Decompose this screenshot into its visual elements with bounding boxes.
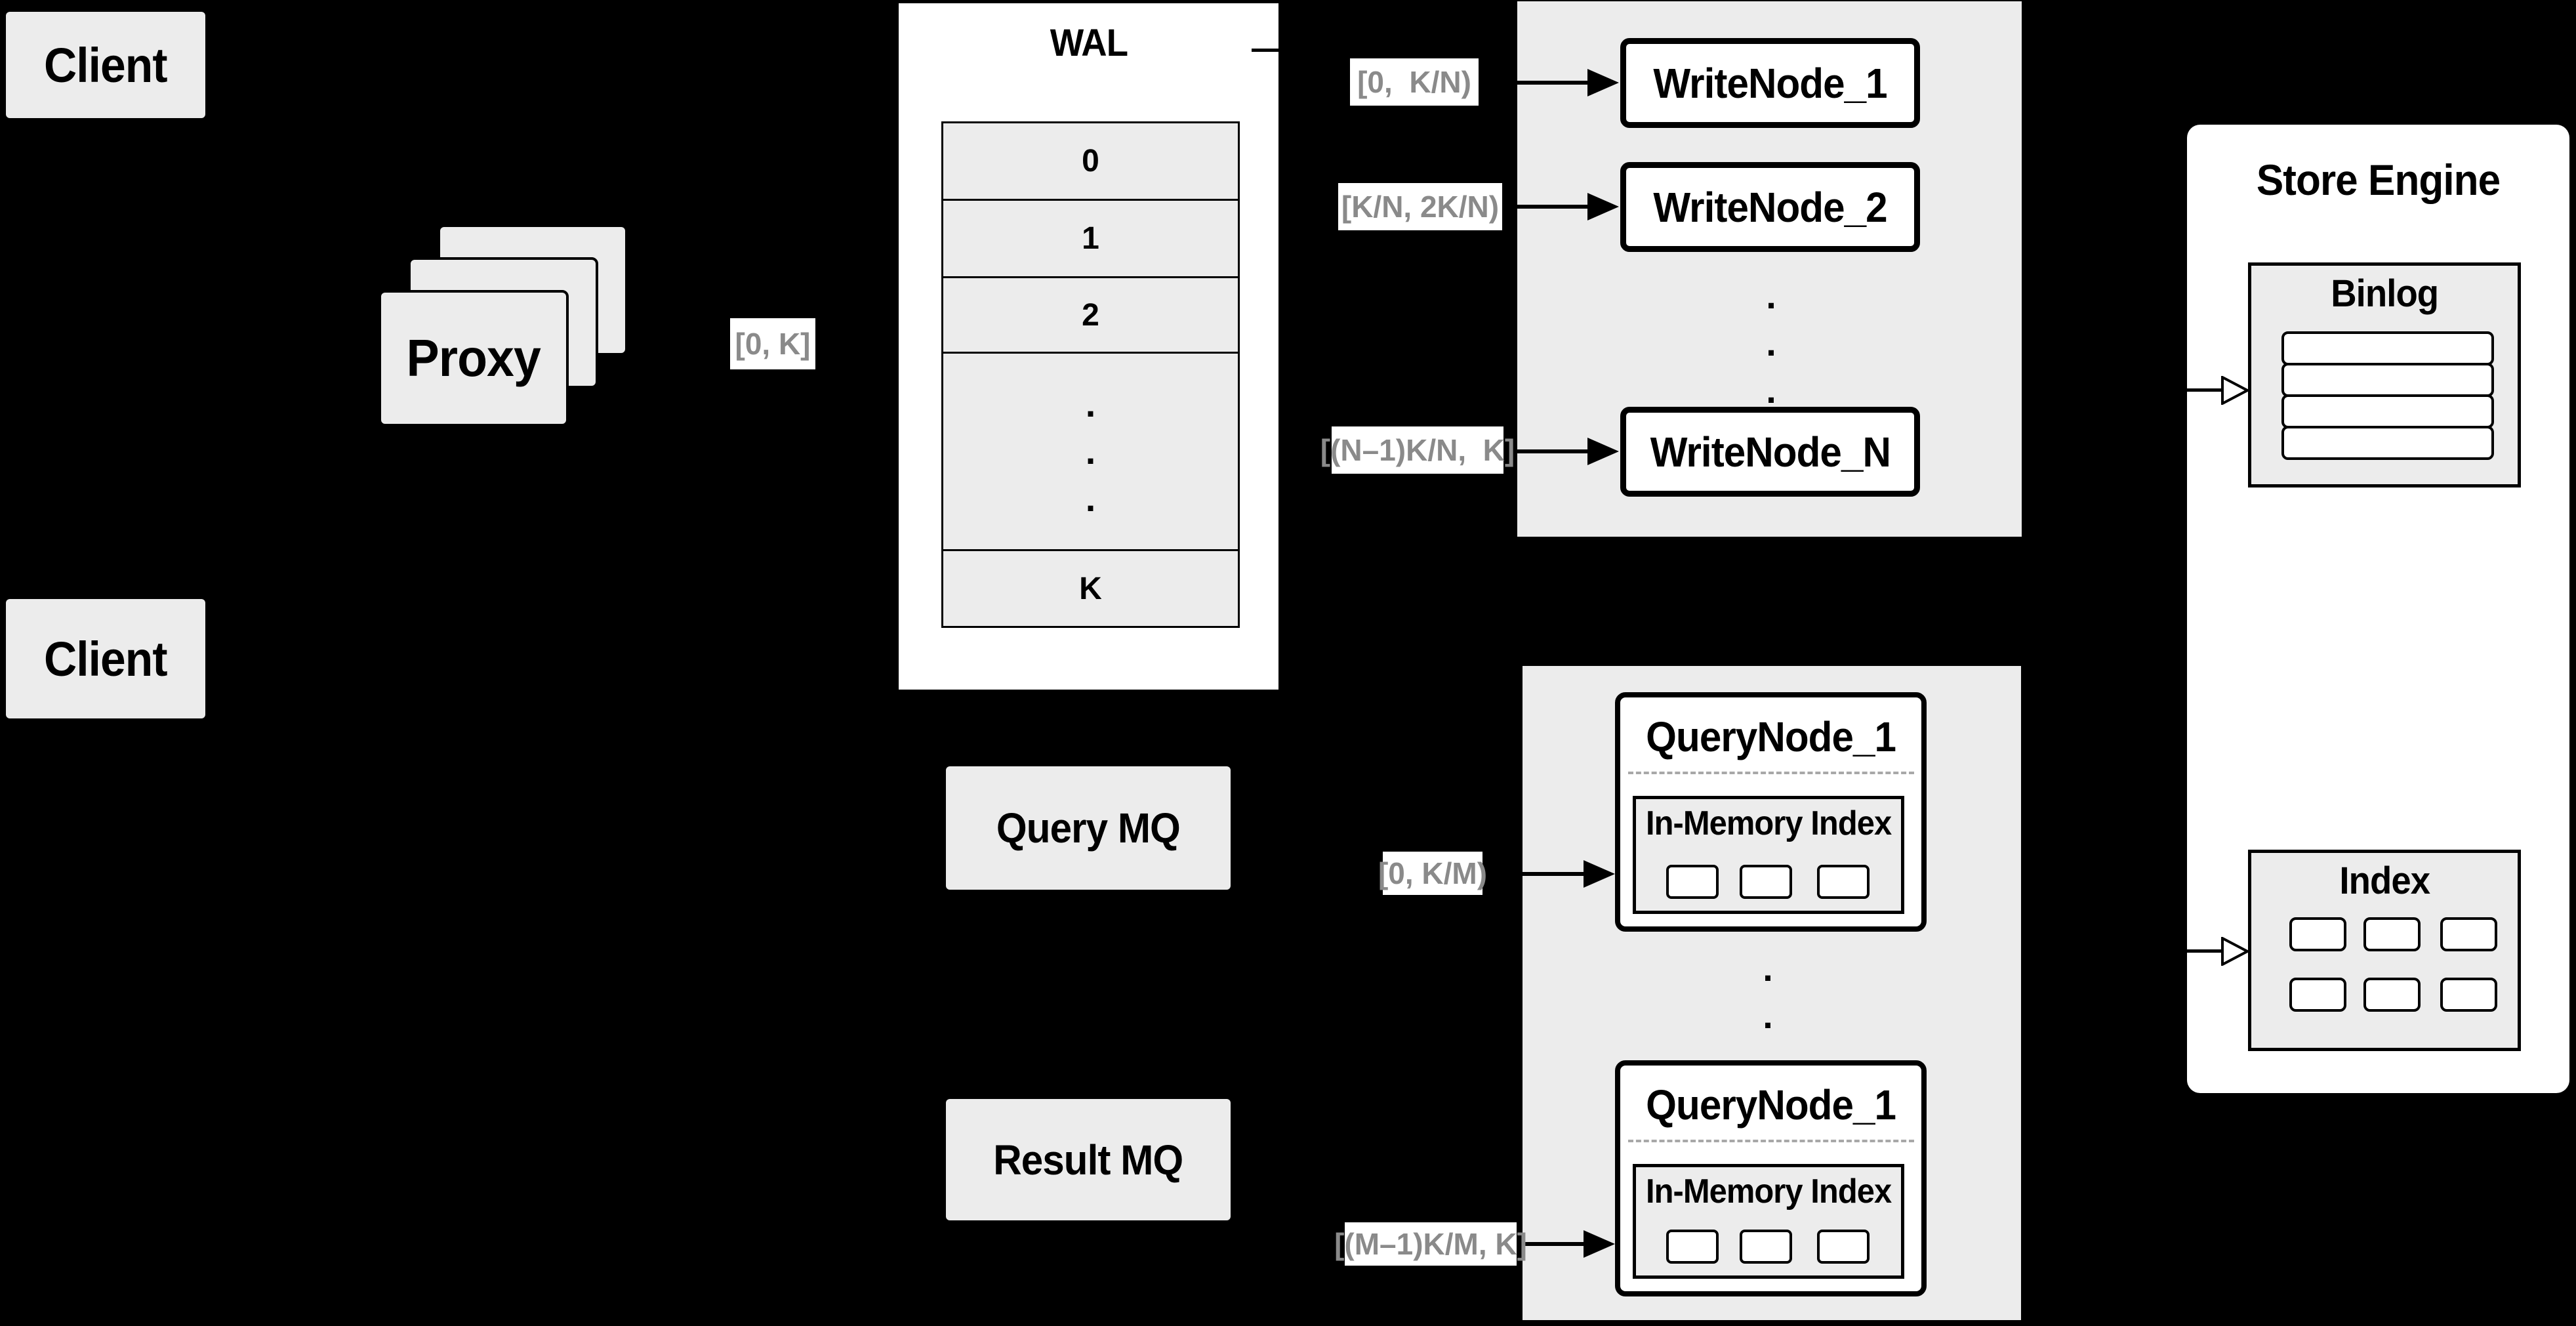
edge-label-writenode-n: [(N–1)K/N, K] xyxy=(1320,426,1515,474)
arrow-shaft-querynode-bottom xyxy=(1523,1242,1587,1246)
arrow-shaft-index xyxy=(2187,949,2224,953)
inmemory-cell xyxy=(1740,1230,1792,1264)
writenode-n-box: WriteNode_N xyxy=(1620,407,1920,497)
binlog-row xyxy=(2281,363,2494,397)
proxy-label: Proxy xyxy=(406,329,541,387)
store-engine-title-text: Store Engine xyxy=(2256,155,2501,204)
wal-dot: . xyxy=(1085,478,1096,519)
arrow-head-writenode-n xyxy=(1587,438,1619,465)
index-cell xyxy=(2363,978,2421,1012)
querynode-dot: . xyxy=(1763,995,1773,1036)
arrow-head-querynode-top xyxy=(1584,860,1615,888)
client-bottom-box: Client xyxy=(6,599,205,718)
wal-dot: . xyxy=(1085,383,1096,425)
binlog-title: Binlog xyxy=(2248,268,2521,319)
writenode-dot: . xyxy=(1766,275,1776,316)
writenode-ellipsis: . . . xyxy=(1755,272,1787,414)
querynode-bottom-title: QueryNode_1 xyxy=(1615,1080,1927,1130)
querynode-dot: . xyxy=(1763,947,1773,989)
arrow-head-writenode-2 xyxy=(1587,193,1619,220)
index-cell xyxy=(2289,978,2346,1012)
binlog-row xyxy=(2281,394,2494,428)
writenode-dot: . xyxy=(1766,322,1776,363)
store-engine-title: Store Engine xyxy=(2187,154,2569,206)
inmemory-cell xyxy=(1666,1230,1719,1264)
wal-row-0: 0 xyxy=(941,121,1240,201)
binlog-row xyxy=(2281,426,2494,460)
client-top-label: Client xyxy=(44,37,168,93)
inmemory-index-top-title-text: In-Memory Index xyxy=(1645,804,1892,842)
edge-label-proxy-to-wal: [0, K] xyxy=(730,318,815,369)
wal-title-text: WAL xyxy=(1050,21,1128,64)
querynode-top-title: QueryNode_1 xyxy=(1615,712,1927,762)
writenode-dot: . xyxy=(1766,369,1776,411)
arrow-shaft-querynode-top xyxy=(1523,872,1587,876)
index-cell xyxy=(2440,917,2497,951)
querynode-bottom-title-text: QueryNode_1 xyxy=(1646,1081,1896,1129)
wal-ellipsis: . . . xyxy=(1086,381,1096,522)
query-mq-box: Query MQ xyxy=(946,766,1231,890)
arrow-shaft-writenode-2 xyxy=(1517,205,1591,209)
binlog-row xyxy=(2281,331,2494,365)
wal-row-k: K xyxy=(941,549,1240,628)
index-title-text: Index xyxy=(2339,859,2430,902)
index-cell xyxy=(2363,917,2421,951)
querynode-bottom-divider xyxy=(1628,1140,1914,1142)
edge-label-querynode-bottom: [(M–1)K/M, K] xyxy=(1334,1222,1527,1266)
arrow-head-querynode-bottom xyxy=(1584,1230,1615,1258)
proxy-box: Proxy xyxy=(378,290,569,426)
writenode-1-label: WriteNode_1 xyxy=(1653,59,1887,107)
inmemory-cell xyxy=(1740,865,1792,899)
client-bottom-label: Client xyxy=(44,631,168,686)
writenode-n-label: WriteNode_N xyxy=(1650,428,1891,476)
edge-label-writenode-2: [K/N, 2K/N) xyxy=(1338,183,1502,230)
binlog-title-text: Binlog xyxy=(2331,272,2439,315)
inmemory-cell xyxy=(1817,1230,1870,1264)
querynode-top-title-text: QueryNode_1 xyxy=(1646,713,1896,760)
wal-row-2: 2 xyxy=(941,276,1240,354)
client-top-box: Client xyxy=(6,12,205,118)
index-title: Index xyxy=(2248,855,2521,906)
arrow-openhead-index xyxy=(2221,937,2249,966)
index-cell xyxy=(2289,917,2346,951)
querynode-top-divider xyxy=(1628,772,1914,774)
wal-title: WAL xyxy=(897,20,1280,66)
query-mq-label: Query MQ xyxy=(996,804,1181,852)
inmemory-cell xyxy=(1666,865,1719,899)
inmemory-cell xyxy=(1817,865,1870,899)
edge-label-querynode-top: [0, K/M) xyxy=(1378,852,1487,895)
inmemory-index-bottom-title-text: In-Memory Index xyxy=(1645,1172,1892,1211)
arrow-openhead-binlog xyxy=(2221,376,2249,405)
wal-dot: . xyxy=(1085,430,1096,472)
writenode-1-box: WriteNode_1 xyxy=(1620,38,1920,128)
wal-row-dots: . . . xyxy=(941,352,1240,551)
result-mq-label: Result MQ xyxy=(993,1136,1183,1184)
inmemory-index-top-title: In-Memory Index xyxy=(1633,802,1904,845)
arrow-head-writenode-1 xyxy=(1587,69,1619,96)
edge-label-writenode-1: [0, K/N) xyxy=(1350,58,1479,106)
index-cell xyxy=(2440,978,2497,1012)
writenode-2-box: WriteNode_2 xyxy=(1620,162,1920,252)
arrow-shaft-writenode-n xyxy=(1517,449,1591,453)
result-mq-box: Result MQ xyxy=(946,1099,1231,1220)
wal-row-1: 1 xyxy=(941,199,1240,278)
writenode-2-label: WriteNode_2 xyxy=(1653,183,1887,231)
wal-connector-tick xyxy=(1252,49,1280,52)
inmemory-index-bottom-title: In-Memory Index xyxy=(1633,1170,1904,1213)
arrow-shaft-binlog xyxy=(2187,388,2224,392)
arrow-shaft-writenode-1 xyxy=(1517,81,1591,85)
